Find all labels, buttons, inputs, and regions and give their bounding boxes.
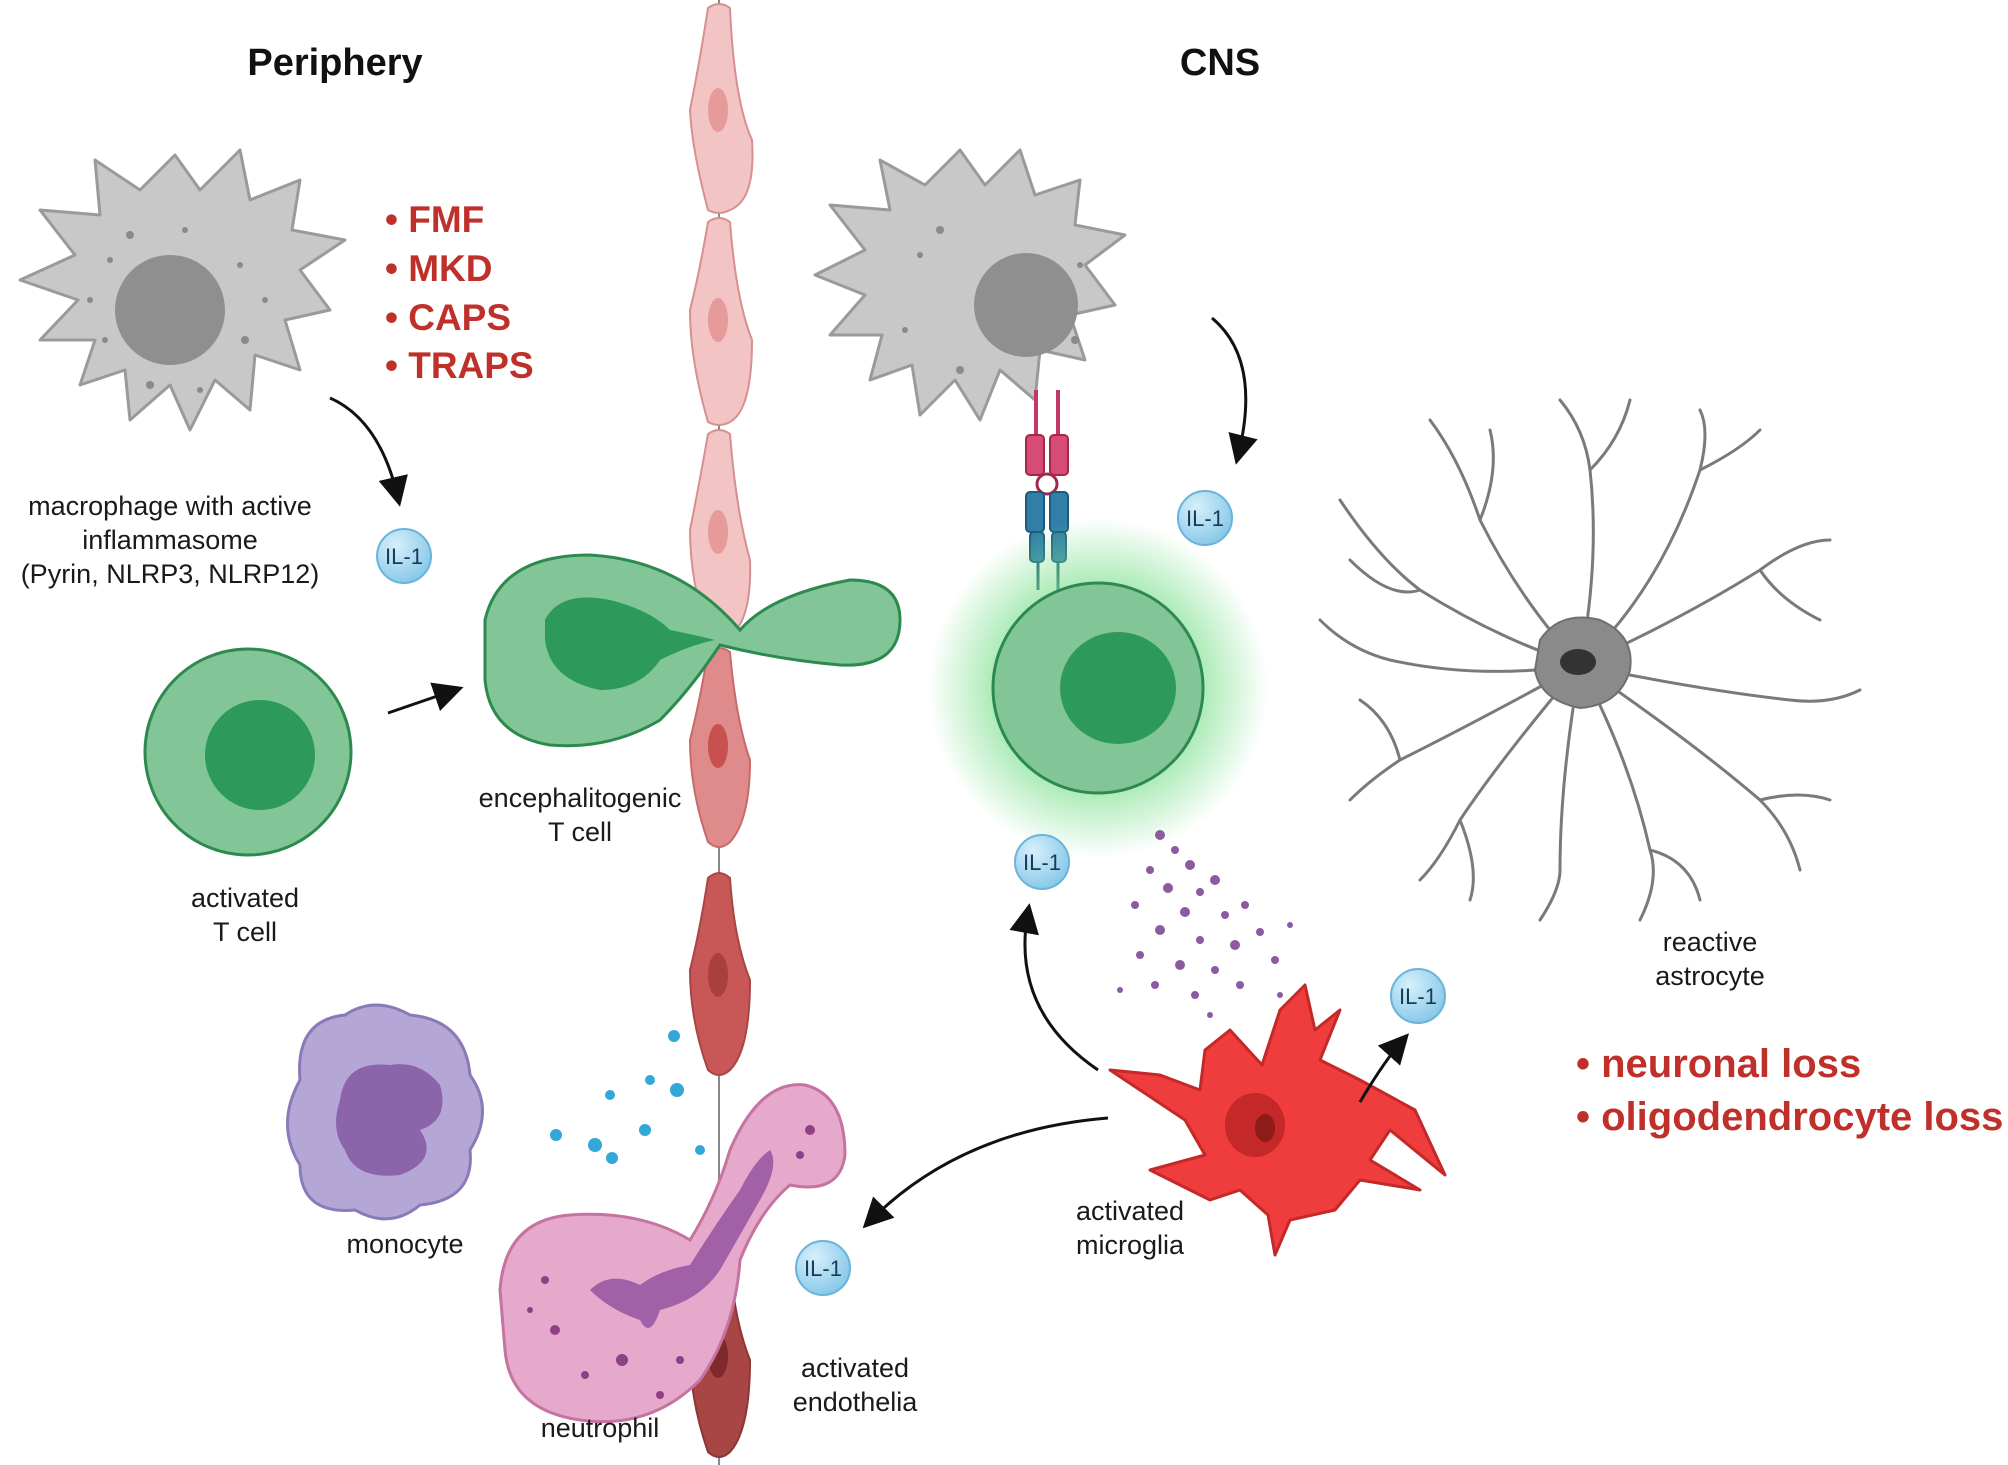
endothelial-cell	[688, 3, 754, 214]
outcome-item: oligodendrocyte loss	[1576, 1091, 2003, 1144]
neutrophil	[498, 1083, 847, 1424]
outcome-list: neuronal loss oligodendrocyte loss	[1576, 1038, 2003, 1144]
microglia-secreted-particles	[1117, 830, 1293, 1018]
endothelial-cell	[688, 429, 752, 640]
macrophage-cns	[813, 148, 1127, 422]
astrocyte-soma	[1533, 616, 1632, 710]
arrow-macrophage-cns-to-il1	[1211, 316, 1258, 465]
monocyte	[286, 1003, 484, 1221]
il1-cytokine: IL-1	[1390, 968, 1446, 1024]
il1-cytokine: IL-1	[1177, 490, 1233, 546]
t-cell-encephalitogenic	[483, 553, 902, 748]
il1-cytokine: IL-1	[795, 1240, 851, 1296]
disease-item: FMF	[385, 196, 534, 245]
header-periphery: Periphery	[247, 42, 423, 84]
arrow-tcell-to-encephalitogenic	[387, 682, 464, 715]
svg-text:IL-1: IL-1	[804, 1256, 842, 1281]
endothelial-cell	[688, 217, 754, 426]
disease-item: TRAPS	[385, 342, 533, 391]
arrow-macrophage-to-il1	[329, 396, 408, 507]
svg-text:IL-1: IL-1	[1186, 506, 1224, 531]
arrow-microglia-to-il1-right	[1358, 1033, 1410, 1103]
endothelial-barrier	[688, 0, 754, 1465]
disease-item: MKD	[385, 245, 534, 294]
label-monocyte: monocyte	[346, 1229, 464, 1259]
endothelial-cell	[688, 872, 752, 1076]
label-activated-t-cell: activated T cell	[190, 883, 300, 947]
svg-text:IL-1: IL-1	[1023, 850, 1061, 875]
disease-item: CAPS	[385, 294, 534, 343]
svg-text:IL-1: IL-1	[1399, 984, 1437, 1009]
disease-list: FMF MKD CAPS TRAPS	[385, 196, 534, 391]
macrophage-periphery	[18, 148, 347, 432]
label-reactive-astrocyte: reactive astrocyte	[1655, 927, 1765, 991]
arrow-microglia-to-il1-lower	[862, 1116, 1109, 1229]
label-neutrophil: neutrophil	[540, 1413, 660, 1443]
endothelial-cell	[688, 647, 752, 848]
il1-cytokine: IL-1	[1014, 834, 1070, 890]
t-cell-cns	[928, 518, 1268, 858]
arrows	[329, 316, 1410, 1229]
label-macrophage: macrophage with active inflammasome (Pyr…	[20, 491, 320, 589]
svg-text:IL-1: IL-1	[385, 544, 423, 569]
label-encephalitogenic-t-cell: encephalitogenic T cell	[478, 783, 682, 847]
header-cns: CNS	[1179, 42, 1261, 84]
t-cell-activated	[143, 647, 353, 857]
il1-cytokine: IL-1	[376, 528, 432, 584]
arrow-microglia-to-il1-upper	[1009, 903, 1099, 1072]
outcome-item: neuronal loss	[1576, 1038, 2003, 1091]
activated-microglia	[1108, 983, 1447, 1257]
label-activated-endothelia: activated endothelia	[792, 1353, 918, 1417]
label-activated-microglia: activated microglia	[1075, 1196, 1185, 1260]
